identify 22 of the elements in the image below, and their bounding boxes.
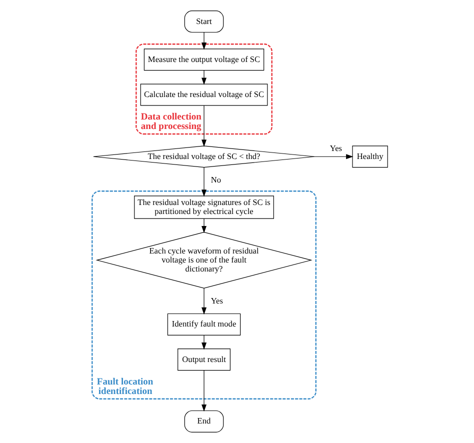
arrow (201, 334, 206, 350)
node-box: Start (184, 10, 224, 33)
node-box: Healthy (352, 146, 388, 168)
node-box: The residual voltage signatures of SC is partitioned by electrical cycle (134, 196, 274, 219)
arrow (201, 167, 206, 197)
node-box: Measure the output voltage of SC (143, 48, 264, 71)
arrow (201, 32, 206, 50)
arrow (201, 370, 206, 412)
node-diamond: Each cycle waveform of residual voltage is one of the fault dictionary? (95, 232, 312, 288)
node-box: End (184, 410, 224, 432)
arrow (201, 288, 206, 315)
node-box: Output result (177, 348, 230, 371)
edge-label: No (210, 176, 221, 185)
edge-label: Yes (329, 144, 342, 154)
edge-label: Yes (210, 296, 222, 306)
arrow (201, 105, 206, 147)
node-box: Identify fault mode (166, 313, 240, 336)
arrow (314, 154, 353, 160)
node-box: Calculate the residual voltage of SC (140, 84, 268, 106)
arrow (201, 218, 206, 234)
node-diamond: The residual voltage of SC < thd? (92, 146, 314, 168)
arrow (201, 70, 206, 85)
